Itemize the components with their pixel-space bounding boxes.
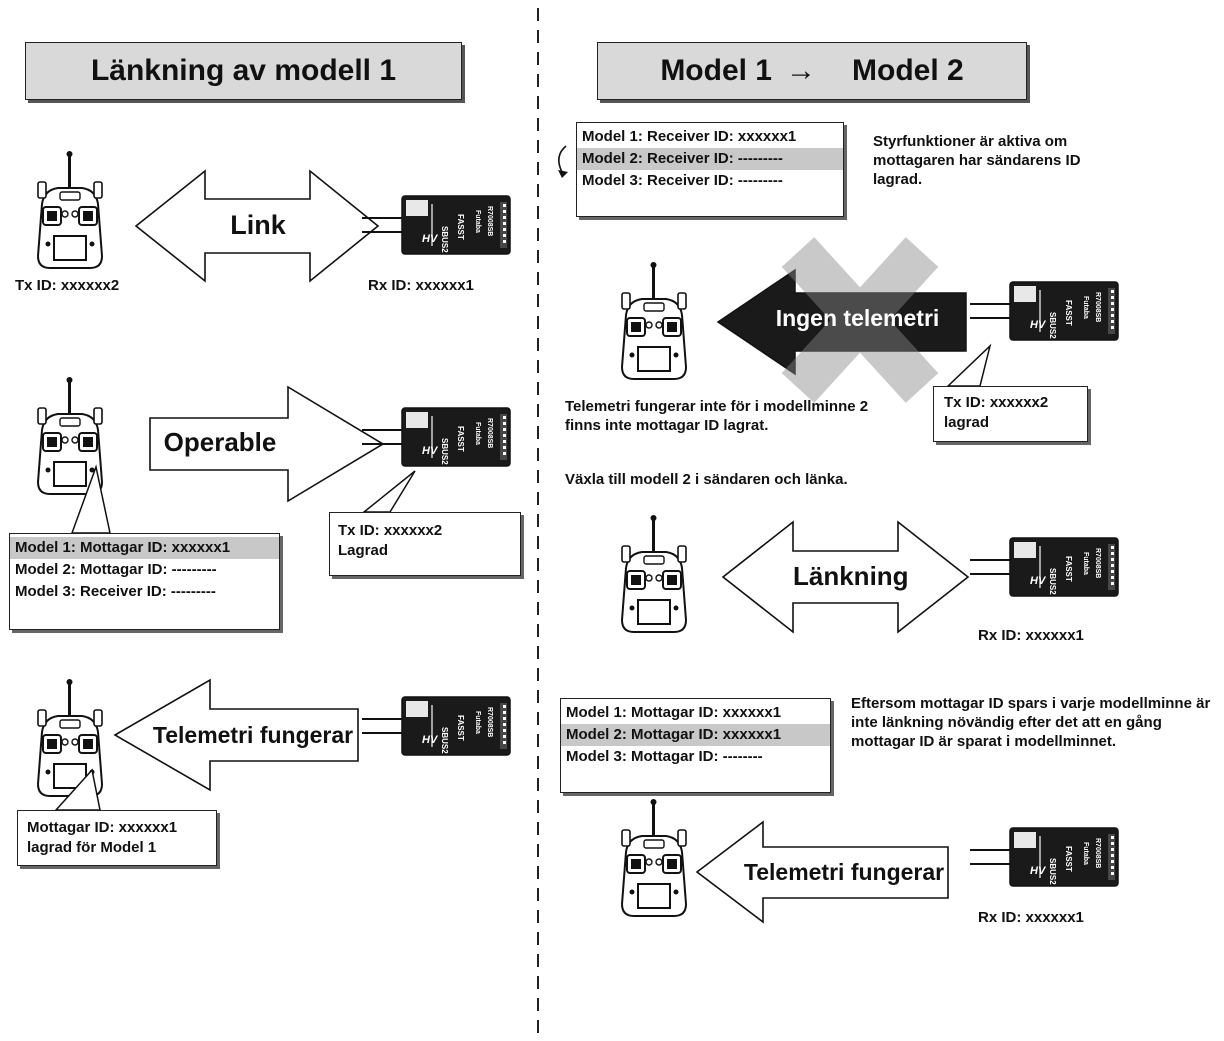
memory-row-2: Model 2: Mottagar ID: xxxxxx1 [561, 724, 830, 746]
telemetry-works-arrow [695, 820, 949, 924]
model-memory-panel: Model 1: Mottagar ID: xxxxxx1 Model 2: M… [9, 533, 280, 630]
linking-arrow-label: Länkning [793, 561, 909, 591]
control-note: Styrfunktioner är aktiva om mottagaren h… [873, 133, 1081, 188]
telemetry-works-label: Telemetri fungerar [743, 859, 945, 885]
telemetry-arrow-label: Telemetri fungerar [152, 722, 354, 748]
receiver-icon [361, 407, 511, 467]
tx-stored-callout: Mottagar ID: xxxxxx1 lagrad för Model 1 [17, 810, 217, 866]
no-telemetry-arrow [716, 268, 967, 376]
left-header-title: Länkning av modell 1 [90, 54, 397, 87]
rx-callout-pointer [361, 470, 416, 513]
rx-id-label-1: Rx ID: xxxxxx1 [978, 627, 1084, 644]
callout-line-2: lagrad [944, 414, 990, 431]
tx-callout-line-2: lagrad för Model 1 [27, 839, 157, 856]
transmitter-icon [621, 514, 687, 633]
receiver-icon [969, 281, 1119, 341]
callout-line-1: Tx ID: xxxxxx2 [944, 394, 1049, 411]
memory-note: Eftersom mottagar ID spars i varje model… [851, 695, 1211, 750]
tx-callout-line-1: Mottagar ID: xxxxxx1 [27, 819, 178, 836]
telemetry-arrow [113, 678, 359, 792]
memory-row-1: Model 1: Receiver ID: xxxxxx1 [582, 128, 797, 145]
operable-arrow [149, 385, 385, 503]
receiver-icon [361, 195, 511, 255]
link-arrow-label: Link [230, 210, 286, 240]
rx-stored-callout: Tx ID: xxxxxx2 Lagrad [329, 512, 521, 576]
link-double-arrow [134, 169, 380, 283]
telemetry-note: Telemetri fungerar inte för i modellminn… [565, 398, 869, 434]
curved-arrow-head-icon [558, 170, 568, 178]
rx-callout-line-2: Lagrad [338, 542, 389, 559]
receiver-icon [969, 827, 1119, 887]
rx-id-label: Rx ID: xxxxxx1 [368, 277, 474, 294]
memory-row-3: Model 3: Mottagar ID: -------- [566, 748, 763, 765]
rx-callout-line-1: Tx ID: xxxxxx2 [338, 522, 443, 539]
receiver-memory-panel: Model 1: Receiver ID: xxxxxx1 Model 2: R… [576, 122, 844, 217]
memory-row-2: Model 2: Mottagar ID: --------- [15, 561, 217, 578]
receiver-icon [969, 537, 1119, 597]
right-header-model-a: Model 1 [660, 54, 772, 87]
memory-row-2: Model 2: Receiver ID: --------- [577, 148, 843, 170]
memory-row-1: Model 1: Mottagar ID: xxxxxx1 [566, 704, 782, 721]
memory-row-3: Model 3: Receiver ID: --------- [582, 172, 783, 189]
operable-arrow-label: Operable [163, 427, 277, 457]
right-header-model-b: Model 2 [852, 54, 964, 87]
memory-row-1: Model 1: Mottagar ID: xxxxxx1 [10, 537, 279, 559]
linking-double-arrow [721, 520, 970, 634]
rx-callout-pointer-right [946, 343, 992, 387]
right-section-header: Model 1 → Model 2 [597, 42, 1027, 100]
rx-tx-stored-callout: Tx ID: xxxxxx2 lagrad [933, 386, 1088, 442]
no-telemetry-label: Ingen telemetri [775, 305, 940, 331]
left-section-header: Länkning av modell 1 [25, 42, 462, 100]
tx-id-label: Tx ID: xxxxxx2 [15, 277, 120, 294]
cross-icon [781, 237, 939, 403]
memory-row-3: Model 3: Receiver ID: --------- [15, 583, 216, 600]
switch-note: Växla till modell 2 i sändaren och länka… [565, 471, 848, 488]
curved-arrow-icon [558, 145, 567, 173]
rx-id-label-2: Rx ID: xxxxxx1 [978, 909, 1084, 926]
transmitter-icon [37, 150, 103, 269]
transmitter-icon [621, 798, 687, 917]
transmitter-icon [621, 261, 687, 380]
receiver-icon [361, 696, 511, 756]
right-header-arrow-icon: → [786, 54, 816, 87]
stored-memory-panel: Model 1: Mottagar ID: xxxxxx1 Model 2: M… [560, 698, 831, 793]
